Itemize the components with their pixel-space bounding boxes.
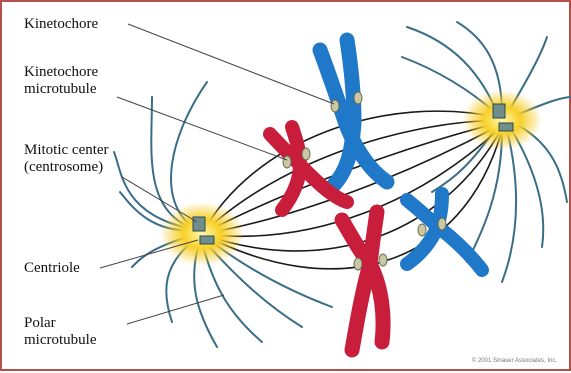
copyright-credit: © 2001 Sinauer Associates, Inc. [472, 358, 557, 364]
label-mitotic-center-line2: (centrosome) [24, 159, 103, 176]
kinetochore-blue-large-left [331, 100, 339, 112]
label-polar-microtubule-line2: microtubule [24, 332, 96, 349]
leader-centrosome [122, 177, 197, 222]
kinetochore-blue-small-left [418, 224, 426, 236]
label-kinetochore-microtubule-line1: Kinetochore [24, 64, 98, 81]
kinetochore-blue-small-right [438, 218, 446, 230]
left-centriole-b [200, 236, 214, 244]
label-kinetochore: Kinetochore [24, 16, 98, 33]
kinetochore-blue-large-right [354, 92, 362, 104]
label-mitotic-center-line1: Mitotic center [24, 142, 109, 159]
label-polar-microtubule-line1: Polar [24, 315, 56, 332]
right-centriole-b [499, 123, 513, 131]
left-centriole-a [193, 217, 205, 231]
right-centriole-a [493, 104, 505, 118]
blue-chromosome-large [320, 40, 387, 187]
leader-kinetochore-microtubule [117, 97, 287, 160]
left-centrosome [160, 202, 244, 266]
red-chromosome-lower [342, 212, 383, 350]
right-centrosome [462, 90, 542, 150]
kinetochore-red-lower-left [354, 258, 362, 270]
leader-kinetochore [128, 24, 334, 104]
kinetochore-red-lower-right [379, 254, 387, 266]
leader-polar-microtubule [127, 295, 224, 324]
kinetochore-red-upper-right [302, 148, 310, 160]
kinetochore-red-upper-left [283, 156, 291, 168]
label-kinetochore-microtubule-line2: microtubule [24, 81, 96, 98]
label-centriole: Centriole [24, 260, 80, 277]
